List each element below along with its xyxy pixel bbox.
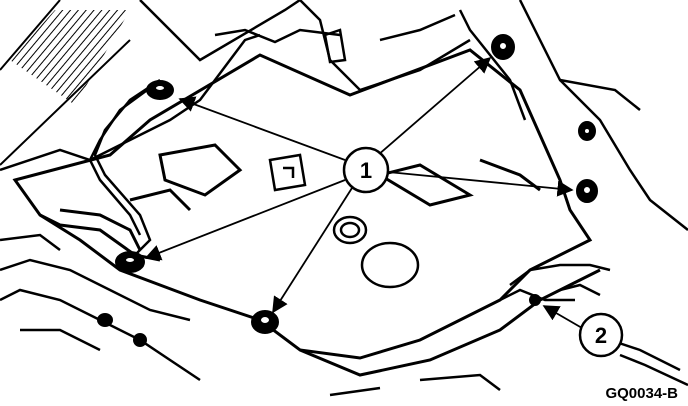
fastener-upper-left xyxy=(146,80,174,100)
fastener-lower-left xyxy=(115,251,145,273)
fastener-right-upper xyxy=(578,121,596,141)
fastener-callout-2 xyxy=(529,294,541,306)
tube-bracket xyxy=(88,78,161,256)
hatched-background-panel xyxy=(0,0,131,166)
callout-1-label: 1 xyxy=(360,158,372,183)
fastener-right xyxy=(576,179,598,203)
left-structure-lines xyxy=(0,33,261,382)
fastener-far-left xyxy=(97,313,147,347)
callout-2-leader xyxy=(542,305,583,329)
access-holes xyxy=(332,215,420,289)
figure-code: GQ0034-B xyxy=(605,385,678,402)
clip-bracket xyxy=(268,153,307,192)
fastener-upper-right xyxy=(491,34,515,60)
callout-2-bubble: 2 xyxy=(578,312,624,358)
callout-1-leaders xyxy=(144,56,574,314)
callout-1-bubble: 1 xyxy=(342,146,390,194)
upper-structure-lines xyxy=(139,0,688,231)
fastener-lower-center xyxy=(251,310,279,334)
fastener-group xyxy=(97,34,598,347)
callout-2-label: 2 xyxy=(595,323,607,348)
lower-rail xyxy=(329,263,688,397)
